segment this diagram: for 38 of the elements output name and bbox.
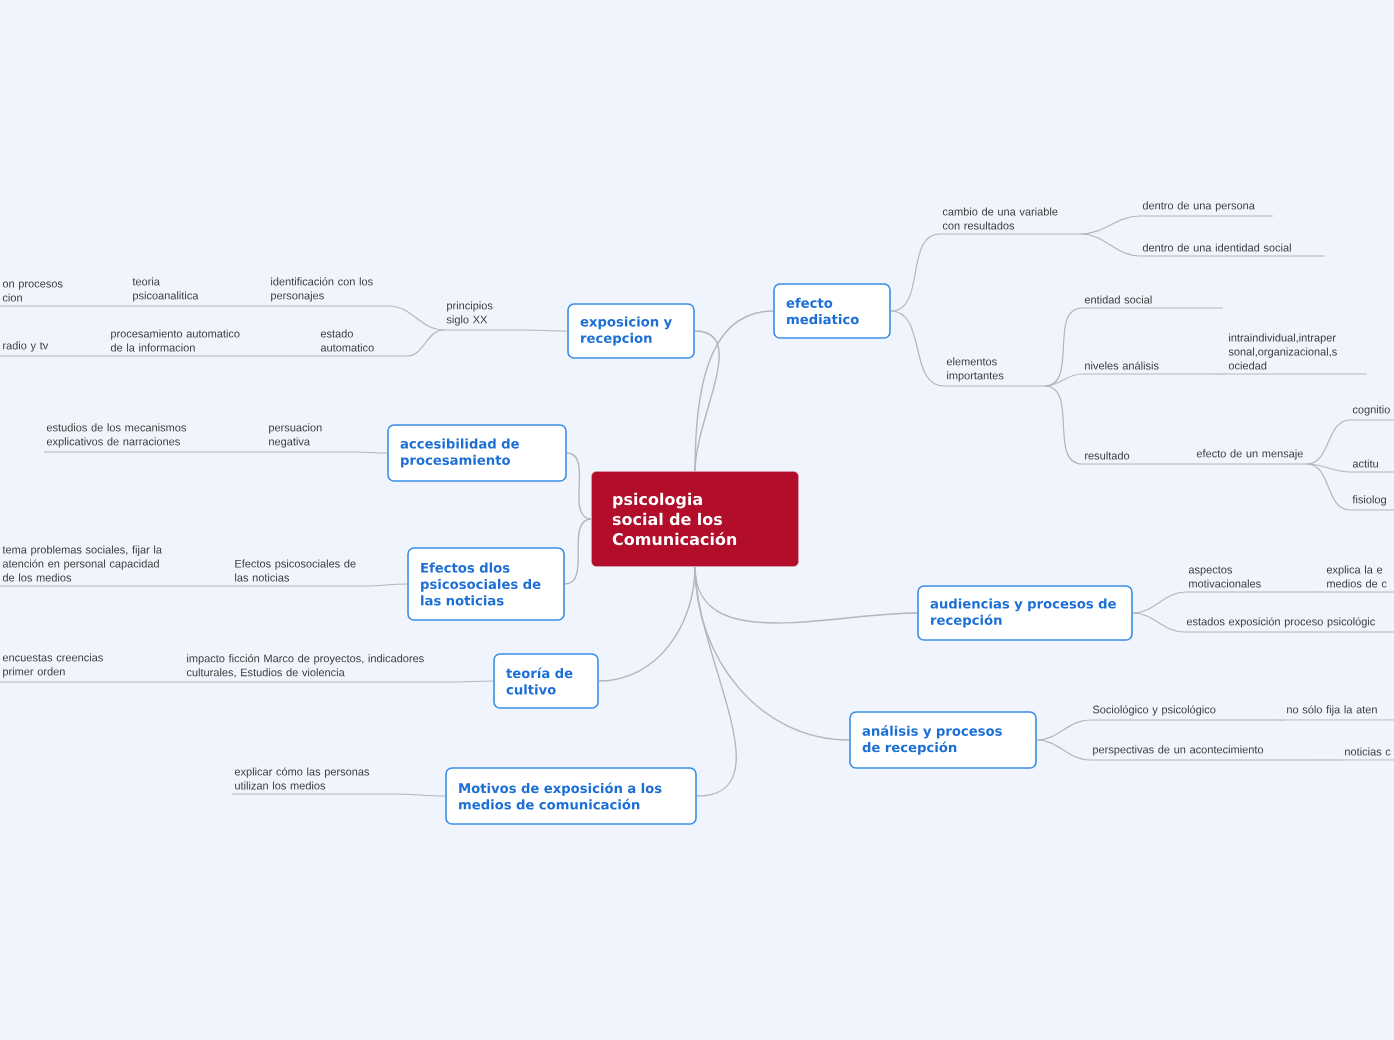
- connector-line: [388, 305, 445, 331]
- connector-line: [64, 355, 109, 357]
- connector-line: [176, 585, 233, 587]
- connector-line: [1186, 463, 1195, 465]
- connector-line: [120, 681, 185, 683]
- connector-line: [1044, 373, 1083, 387]
- connector-line: [694, 330, 720, 473]
- connector-line: [252, 355, 319, 357]
- connector-line: [1044, 307, 1083, 387]
- connector-line: [890, 310, 945, 387]
- connector-line: [1306, 591, 1325, 593]
- connector-line: [1306, 463, 1351, 511]
- connector-line: [1036, 719, 1091, 741]
- connector-line: [520, 329, 568, 332]
- connector-line: [392, 793, 446, 797]
- connector-line: [1132, 591, 1187, 614]
- connector-line: [1214, 373, 1227, 375]
- connector-line: [1306, 419, 1351, 465]
- connector-line: [364, 583, 408, 587]
- connector-line: [1270, 719, 1285, 721]
- connector-line: [566, 452, 593, 520]
- connector-line: [208, 451, 267, 453]
- central-topic-box: psicologia social de los Comunicación: [591, 471, 799, 567]
- connector-line: [1080, 215, 1141, 235]
- connector-line: [1310, 759, 1343, 761]
- connector-line: [890, 233, 941, 312]
- connector-line: [1132, 612, 1185, 633]
- connector-line: [230, 305, 269, 307]
- connector-line: [1080, 233, 1141, 257]
- connector-line: [406, 329, 445, 357]
- connector-line: [448, 680, 494, 683]
- connector-line: [564, 518, 593, 585]
- connector-line: [1036, 739, 1091, 761]
- connector-line: [1044, 385, 1083, 465]
- connector-line: [354, 451, 388, 454]
- connector-line: [1306, 463, 1351, 473]
- connector-line: [694, 565, 737, 797]
- connector-line: [80, 305, 131, 307]
